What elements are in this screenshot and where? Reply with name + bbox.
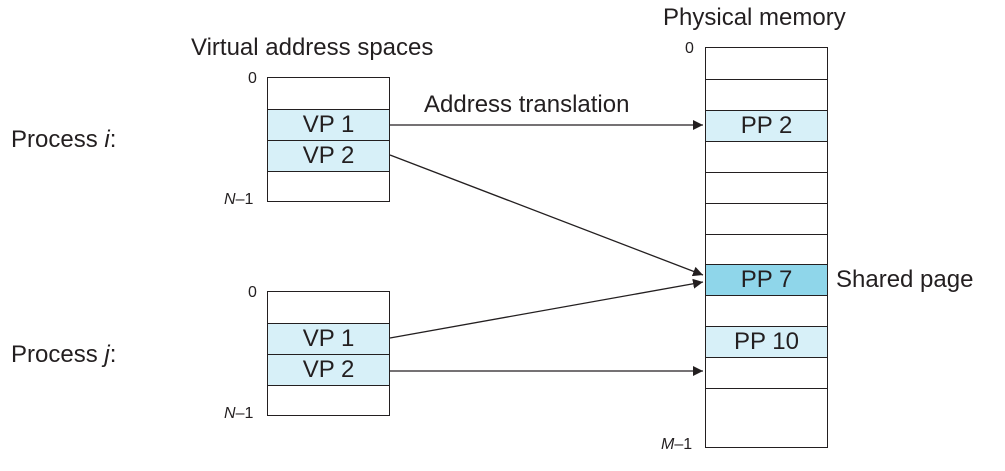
process-i-suffix: : bbox=[109, 126, 117, 153]
ppage-1 bbox=[706, 79, 827, 110]
tick-m-minus-1: M–1 bbox=[661, 437, 692, 453]
ppage-4 bbox=[706, 172, 827, 203]
tick-n-var: N bbox=[224, 191, 236, 208]
tick-n-suffix: –1 bbox=[235, 405, 254, 422]
arrow-j-vp1-to-pp7 bbox=[389, 278, 704, 339]
address-translation-label: Address translation bbox=[424, 91, 630, 118]
vpage-i-3 bbox=[268, 171, 389, 201]
tick-zero-j: 0 bbox=[248, 284, 257, 301]
ppage-6 bbox=[706, 234, 827, 264]
tick-zero-physical: 0 bbox=[685, 40, 694, 57]
ppage-11 bbox=[706, 388, 827, 447]
vpage-i-1: VP 1 bbox=[268, 109, 389, 140]
tick-m-suffix: –1 bbox=[674, 436, 693, 453]
tick-n-minus-1-i: N–1 bbox=[224, 192, 253, 208]
vpage-j-3 bbox=[268, 385, 389, 415]
vpage-j-2: VP 2 bbox=[268, 354, 389, 385]
ppage-10 bbox=[706, 357, 827, 388]
process-j-label: Process j: bbox=[11, 343, 116, 367]
process-j-var: j bbox=[104, 341, 110, 368]
tick-n-minus-1-j: N–1 bbox=[224, 406, 253, 422]
arrow-i-vp2-to-pp7 bbox=[389, 154, 704, 277]
process-i-var: i bbox=[104, 126, 110, 153]
virtual-address-space-j: VP 1 VP 2 bbox=[267, 291, 390, 416]
tick-zero-i: 0 bbox=[248, 70, 257, 87]
tick-n-var: N bbox=[224, 405, 236, 422]
process-j-suffix: : bbox=[109, 341, 117, 368]
ppage-3 bbox=[706, 141, 827, 172]
virtual-address-space-i: VP 1 VP 2 bbox=[267, 77, 390, 202]
process-i-prefix: Process bbox=[11, 126, 105, 153]
ppage-8 bbox=[706, 295, 827, 326]
ppage-9: PP 10 bbox=[706, 326, 827, 357]
ppage-5 bbox=[706, 203, 827, 234]
vpage-i-2: VP 2 bbox=[268, 140, 389, 171]
physical-memory-title: Physical memory bbox=[663, 4, 846, 31]
virtual-address-spaces-title: Virtual address spaces bbox=[191, 34, 434, 61]
physical-memory: PP 2 PP 7 PP 10 bbox=[705, 47, 828, 448]
ppage-2: PP 2 bbox=[706, 110, 827, 141]
tick-m-var: M bbox=[661, 436, 675, 453]
vpage-j-1: VP 1 bbox=[268, 323, 389, 354]
process-i-label: Process i: bbox=[11, 128, 116, 152]
shared-page-label: Shared page bbox=[836, 266, 974, 293]
ppage-7-shared: PP 7 bbox=[706, 264, 827, 295]
tick-n-suffix: –1 bbox=[235, 191, 254, 208]
process-j-prefix: Process bbox=[11, 341, 105, 368]
